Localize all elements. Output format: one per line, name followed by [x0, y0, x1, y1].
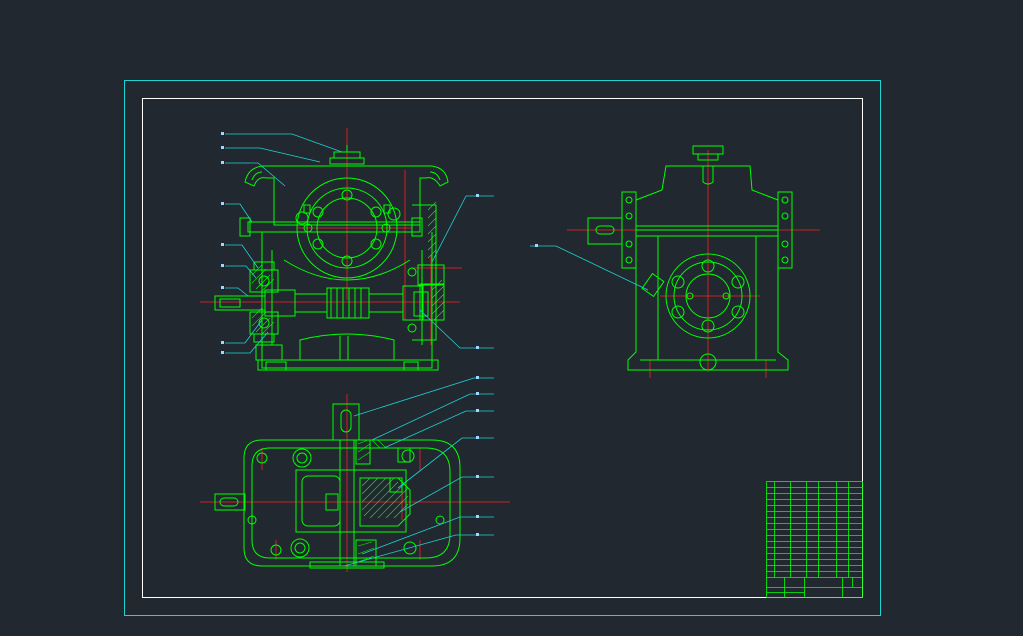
top-view-markers	[476, 376, 479, 536]
outer-frame	[124, 80, 881, 616]
side-view-leaders	[530, 245, 649, 291]
front-section-view	[200, 128, 462, 371]
side-view	[567, 145, 820, 378]
side-flange-holes	[625, 196, 789, 264]
wheel-bolt-holes	[303, 189, 391, 267]
top-section-hatch	[357, 439, 409, 563]
front-view-markers	[221, 132, 479, 354]
right-end-cap	[407, 204, 445, 341]
side-view-markers	[535, 244, 538, 247]
side-centerlines	[567, 150, 820, 378]
breather-cap	[329, 145, 365, 165]
front-view-leaders	[225, 133, 494, 354]
worm-shaft	[214, 285, 424, 321]
section-hatch-left	[251, 264, 275, 335]
top-view-leaders	[343, 377, 494, 567]
top-section-view	[200, 394, 510, 572]
side-cover-bolts	[671, 259, 745, 333]
side-input-shaft	[587, 217, 623, 245]
top-output-shaft	[332, 403, 360, 441]
flange-bolt	[247, 221, 421, 233]
top-input-shaft	[214, 493, 246, 511]
side-bearing-cover	[665, 253, 751, 339]
worm-wheel-outer	[296, 177, 398, 279]
left-bearing	[249, 261, 283, 361]
title-block	[766, 481, 863, 598]
top-outer-casing	[243, 439, 461, 567]
housing-body	[261, 232, 433, 369]
side-breather	[692, 145, 724, 185]
inner-border	[142, 98, 863, 598]
top-centerlines	[200, 394, 510, 572]
housing-upper-outline	[244, 165, 449, 226]
section-hatch-right	[427, 201, 445, 321]
